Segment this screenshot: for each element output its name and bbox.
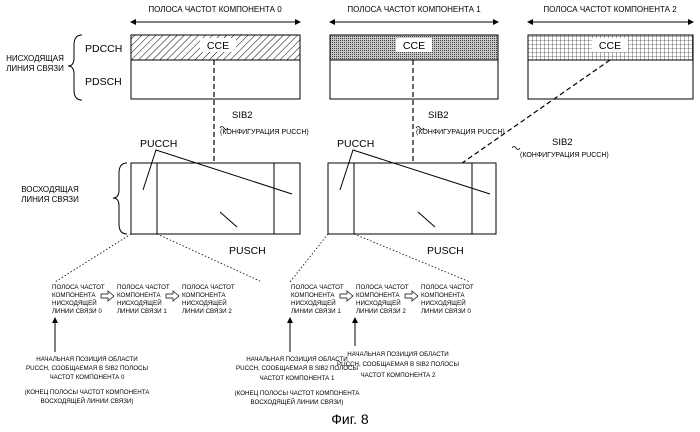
sib2-sub-2: (КОНФИГУРАЦИЯ PUCCH)	[520, 152, 609, 159]
flow-right-1-line-4: ЛИНИИ СВЯЗИ 2	[356, 308, 406, 315]
uplink-component-1: PUCCH PUSCH	[328, 138, 496, 257]
start-note-right: НАЧАЛЬНАЯ ПОЗИЦИЯ ОБЛАСТИ PUCCH, СООБЩАЕ…	[337, 351, 459, 379]
band-label-2-text: ПОЛОСА ЧАСТОТ КОМПОНЕНТА 2	[543, 5, 677, 14]
start-mid-line-1: НАЧАЛЬНАЯ ПОЗИЦИЯ ОБЛАСТИ	[246, 356, 347, 363]
flow-left-1-line-1: ПОЛОСА ЧАСТОТ	[117, 284, 170, 291]
pdcch-label: PDCCH	[85, 43, 122, 55]
start-mid-line-3: ЧАСТОТ КОМПОНЕНТА 1	[260, 375, 335, 382]
pusch-label-0: PUSCH	[229, 245, 266, 257]
flow-left-2-line-1: ПОЛОСА ЧАСТОТ	[182, 284, 235, 291]
downlink-label-line-1: НИСХОДЯЩАЯ	[6, 54, 64, 63]
flow-right-0-line-4: ЛИНИИ СВЯЗИ 1	[291, 308, 341, 315]
pdsch-label: PDSCH	[85, 76, 122, 88]
zoom-line-left-b	[157, 234, 262, 282]
end-mid-line-2: ВОСХОДЯЩЕЙ ЛИНИИ СВЯЗИ)	[251, 398, 344, 406]
flow-right-item-0: ПОЛОСА ЧАСТОТ КОМПОНЕНТА НИСХОДЯЩЕЙ ЛИНИ…	[291, 284, 344, 315]
downlink-component-2: CCE	[528, 35, 693, 99]
flow-left-0-line-1: ПОЛОСА ЧАСТОТ	[52, 284, 105, 291]
uplink-label-line-1: ВОСХОДЯЩАЯ	[21, 185, 79, 194]
band-label-1-text: ПОЛОСА ЧАСТОТ КОМПОНЕНТА 1	[347, 5, 481, 14]
flow-right-0-line-1: ПОЛОСА ЧАСТОТ	[291, 284, 344, 291]
start-note-left: НАЧАЛЬНАЯ ПОЗИЦИЯ ОБЛАСТИ PUCCH, СООБЩАЕ…	[25, 356, 151, 405]
end-left-line-2: ВОСХОДЯЩЕЙ ЛИНИИ СВЯЗИ)	[41, 397, 134, 405]
flow-left-item-2: ПОЛОСА ЧАСТОТ КОМПОНЕНТА НИСХОДЯЩЕЙ ЛИНИ…	[182, 284, 235, 315]
flow-right-1-line-2: КОМПОНЕНТА	[356, 292, 400, 299]
pusch-label-1: PUSCH	[427, 245, 464, 257]
flow-right-1-line-3: НИСХОДЯЩЕЙ	[356, 299, 401, 307]
sib2-label-2: SIB2 (КОНФИГУРАЦИЯ PUCCH)	[512, 137, 609, 159]
cce-label-0: CCE	[207, 40, 229, 52]
flow-right-2-line-3: НИСХОДЯЩЕЙ	[421, 299, 466, 307]
flow-left-item-0: ПОЛОСА ЧАСТОТ КОМПОНЕНТА НИСХОДЯЩЕЙ ЛИНИ…	[52, 284, 105, 315]
downlink-component-0: CCE	[131, 35, 300, 99]
flow-left-0-line-4: ЛИНИИ СВЯЗИ 0	[52, 308, 102, 315]
zoom-line-right-a	[290, 234, 328, 282]
flow-right-arrow-1	[340, 291, 353, 301]
sib2-label-0: SIB2 (КОНФИГУРАЦИЯ PUCCH)	[220, 110, 309, 136]
uplink-label-line-2: ЛИНИЯ СВЯЗИ	[21, 195, 79, 204]
start-left-line-2: PUCCH, СООБЩАЕМАЯ В SIB2 ПОЛОСЫ	[26, 365, 148, 372]
start-left-line-3: ЧАСТОТ КОМПОНЕНТА 0	[50, 374, 125, 381]
cce-label-1: CCE	[403, 40, 425, 52]
uplink-component-0: PUCCH PUSCH	[131, 138, 300, 257]
band-label-0: ПОЛОСА ЧАСТОТ КОМПОНЕНТА 0	[131, 5, 300, 22]
downlink-component-1: CCE	[330, 35, 498, 99]
flow-right-2-line-4: ЛИНИИ СВЯЗИ 0	[421, 308, 471, 315]
start-right-line-2: PUCCH, СООБЩАЕМАЯ В SIB2 ПОЛОСЫ	[337, 361, 459, 368]
sib2-title-2: SIB2	[552, 137, 573, 148]
downlink-brace	[68, 35, 82, 100]
flow-left-2-line-2: КОМПОНЕНТА	[182, 292, 226, 299]
figure-caption: Фиг. 8	[331, 411, 369, 427]
flow-left-2-line-3: НИСХОДЯЩЕЙ	[182, 299, 227, 307]
flow-right-0-line-2: КОМПОНЕНТА	[291, 292, 335, 299]
flow-left-1-line-3: НИСХОДЯЩЕЙ	[117, 299, 162, 307]
flow-right-0-line-3: НИСХОДЯЩЕЙ	[291, 299, 336, 307]
flow-left: ПОЛОСА ЧАСТОТ КОМПОНЕНТА НИСХОДЯЩЕЙ ЛИНИ…	[52, 284, 235, 315]
downlink-label-line-2: ЛИНИЯ СВЯЗИ	[6, 64, 64, 73]
sib2-sub-0: (КОНФИГУРАЦИЯ PUCCH)	[220, 129, 309, 136]
flow-left-0-line-2: КОМПОНЕНТА	[52, 292, 96, 299]
band-label-1: ПОЛОСА ЧАСТОТ КОМПОНЕНТА 1	[330, 5, 498, 22]
flow-left-1-line-2: КОМПОНЕНТА	[117, 292, 161, 299]
pucch-label-0: PUCCH	[140, 138, 177, 150]
zoom-line-left-a	[55, 234, 131, 282]
zoom-line-right-b	[354, 234, 470, 282]
flow-right-arrow-2	[405, 291, 418, 301]
uplink-brace	[113, 163, 127, 234]
flow-left-1-line-4: ЛИНИИ СВЯЗИ 1	[117, 308, 167, 315]
flow-right-item-1: ПОЛОСА ЧАСТОТ КОМПОНЕНТА НИСХОДЯЩЕЙ ЛИНИ…	[356, 284, 409, 315]
flow-right-item-2: ПОЛОСА ЧАСТОТ КОМПОНЕНТА НИСХОДЯЩЕЙ ЛИНИ…	[421, 284, 474, 315]
flow-right-2-line-1: ПОЛОСА ЧАСТОТ	[421, 284, 474, 291]
end-left-line-1: (КОНЕЦ ПОЛОСЫ ЧАСТОТ КОМПОНЕНТА	[25, 389, 151, 396]
flow-right: ПОЛОСА ЧАСТОТ КОМПОНЕНТА НИСХОДЯЩЕЙ ЛИНИ…	[291, 284, 474, 315]
end-mid-line-1: (КОНЕЦ ПОЛОСЫ ЧАСТОТ КОМПОНЕНТА	[235, 390, 361, 397]
pucch-label-1: PUCCH	[337, 138, 374, 150]
band-label-0-text: ПОЛОСА ЧАСТОТ КОМПОНЕНТА 0	[148, 5, 282, 14]
flow-right-2-line-2: КОМПОНЕНТА	[421, 292, 465, 299]
flow-right-1-line-1: ПОЛОСА ЧАСТОТ	[356, 284, 409, 291]
sib2-sub-1: (КОНФИГУРАЦИЯ PUCCH)	[416, 129, 505, 136]
flow-left-arrow-2	[166, 291, 179, 301]
flow-left-item-1: ПОЛОСА ЧАСТОТ КОМПОНЕНТА НИСХОДЯЩЕЙ ЛИНИ…	[117, 284, 170, 315]
flow-left-2-line-4: ЛИНИИ СВЯЗИ 2	[182, 308, 232, 315]
sib2-title-1: SIB2	[428, 110, 449, 121]
start-right-line-3: ЧАСТОТ КОМПОНЕНТА 2	[361, 372, 436, 379]
sib2-label-1: SIB2 (КОНФИГУРАЦИЯ PUCCH)	[416, 110, 505, 136]
start-left-line-1: НАЧАЛЬНАЯ ПОЗИЦИЯ ОБЛАСТИ	[36, 356, 137, 363]
flow-left-arrow-1	[101, 291, 114, 301]
sib2-title-0: SIB2	[232, 110, 253, 121]
start-right-line-1: НАЧАЛЬНАЯ ПОЗИЦИЯ ОБЛАСТИ	[347, 351, 448, 358]
cce-label-2: CCE	[599, 40, 621, 52]
flow-left-0-line-3: НИСХОДЯЩЕЙ	[52, 299, 97, 307]
band-label-2: ПОЛОСА ЧАСТОТ КОМПОНЕНТА 2	[528, 5, 693, 22]
